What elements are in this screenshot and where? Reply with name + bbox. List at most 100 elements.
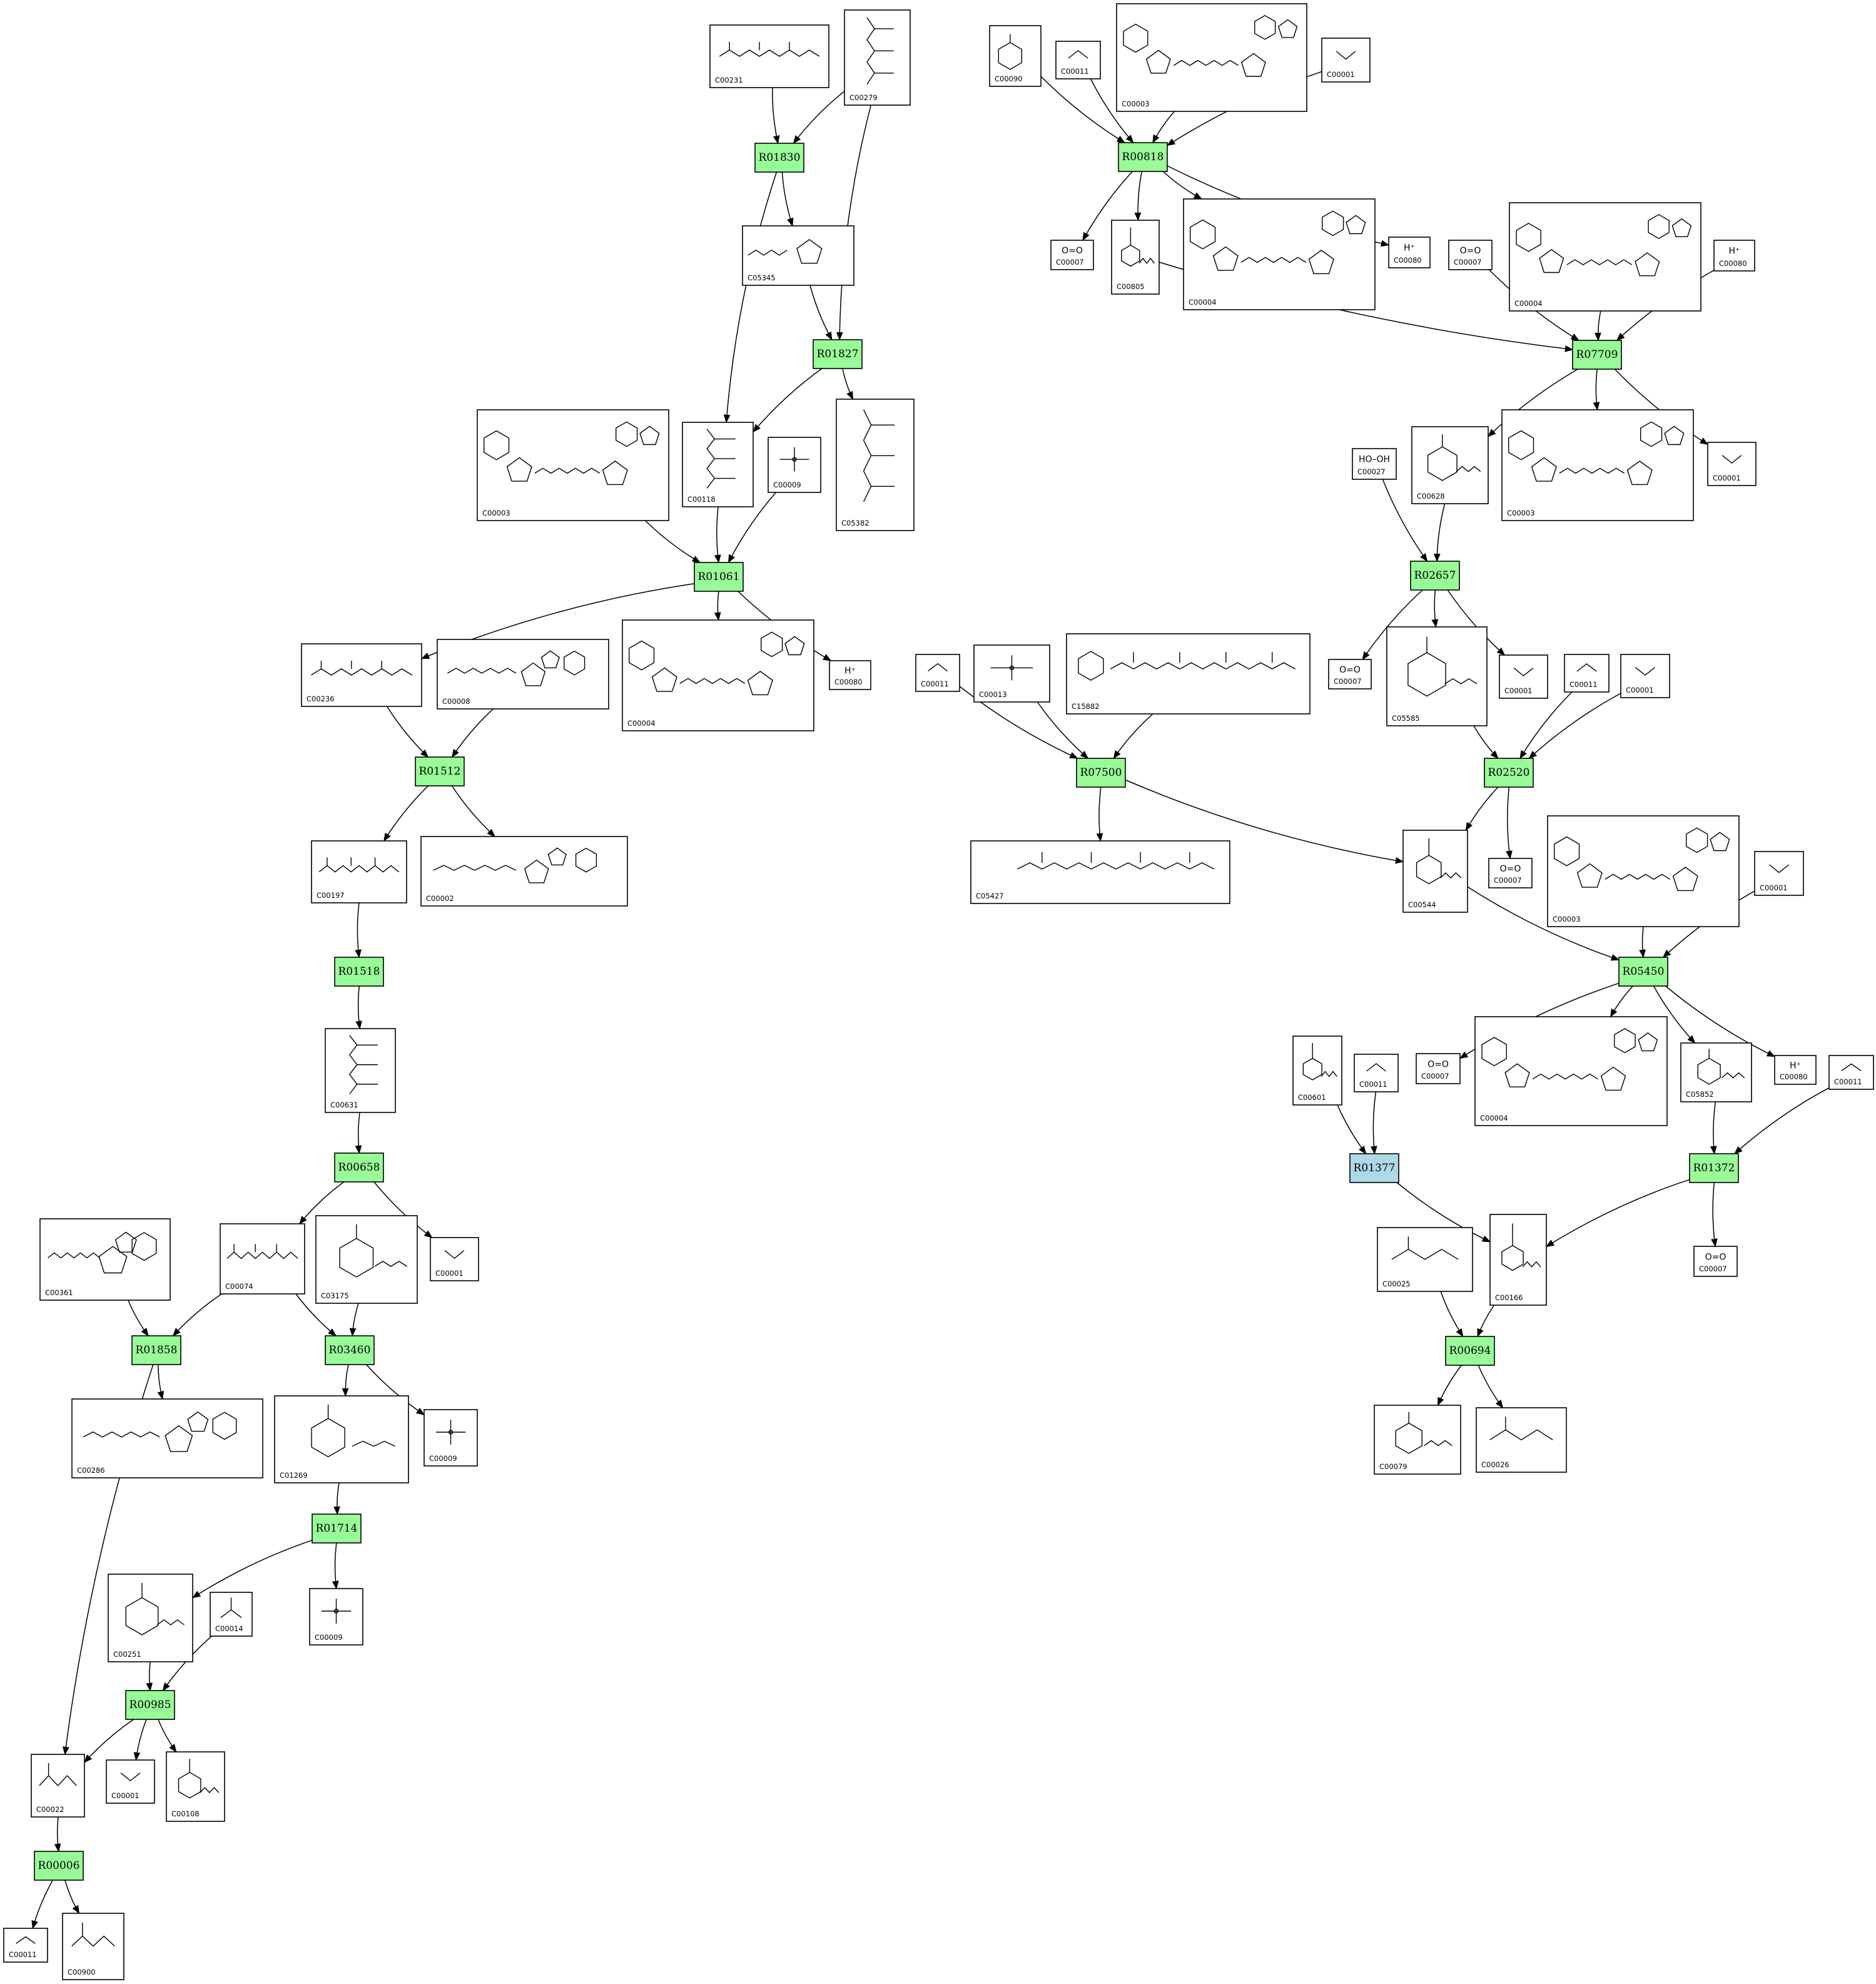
compound-id: C00601 <box>1298 1093 1326 1102</box>
compound-c00011c[interactable]: C00011 <box>1564 654 1610 693</box>
edge-R02520-to-c00544 <box>1465 786 1499 832</box>
compound-c00003d[interactable]: C00003 <box>1547 815 1740 927</box>
compound-c00231[interactable]: C00231 <box>709 24 829 88</box>
compound-c00631[interactable]: C00631 <box>325 1028 396 1113</box>
compound-c00628[interactable]: C00628 <box>1411 426 1489 504</box>
compound-c00900[interactable]: C00900 <box>62 1913 124 1980</box>
compound-c00004b[interactable]: C00004 <box>1183 198 1376 310</box>
compound-c00011a[interactable]: C00011 <box>3 1928 48 1963</box>
compound-c00001e[interactable]: C00001 <box>1499 654 1548 699</box>
compound-box <box>1321 38 1371 83</box>
reaction-r00818[interactable]: R00818 <box>1118 142 1168 172</box>
compound-c00004c[interactable]: C00004 <box>1509 202 1701 312</box>
reaction-r01518[interactable]: R01518 <box>334 957 384 987</box>
reaction-r00006[interactable]: R00006 <box>34 1851 84 1881</box>
compound-c01269[interactable]: C01269 <box>274 1395 409 1483</box>
compound-c00011b[interactable]: C00011 <box>1055 41 1101 79</box>
compound-c00286[interactable]: C00286 <box>71 1398 263 1478</box>
compound-c00166[interactable]: C00166 <box>1489 1214 1547 1306</box>
compound-c00009a[interactable]: C00009 <box>768 437 821 493</box>
reaction-r00694[interactable]: R00694 <box>1445 1336 1495 1366</box>
reaction-r05450[interactable]: R05450 <box>1618 957 1668 987</box>
compound-c00014[interactable]: C00014 <box>210 1592 253 1637</box>
compound-c00279[interactable]: C00279 <box>844 9 911 106</box>
compound-c00236[interactable]: C00236 <box>301 643 422 707</box>
compound-c00001d[interactable]: C00001 <box>1707 442 1757 486</box>
edge-R01714-to-c00251 <box>191 1539 313 1599</box>
reaction-r07709[interactable]: R07709 <box>1572 340 1622 370</box>
compound-c00118[interactable]: C00118 <box>682 422 754 507</box>
compound-c00108[interactable]: C00108 <box>166 1751 225 1822</box>
reaction-label: R01830 <box>759 151 801 164</box>
compound-c00025[interactable]: C00025 <box>1377 1227 1473 1292</box>
compound-box <box>1488 858 1533 888</box>
compound-c05345[interactable]: C05345 <box>742 225 854 286</box>
compound-c05585[interactable]: C05585 <box>1386 626 1488 726</box>
reaction-r01830[interactable]: R01830 <box>754 143 804 173</box>
reaction-r01858[interactable]: R01858 <box>131 1335 181 1365</box>
compound-c00079[interactable]: C00079 <box>1374 1405 1461 1475</box>
compound-c00013[interactable]: C00013 <box>973 644 1050 703</box>
compound-c00022[interactable]: C00022 <box>31 1754 85 1818</box>
compound-c05382[interactable]: C05382 <box>836 399 915 531</box>
compound-c00008[interactable]: C00008 <box>437 639 609 710</box>
compound-c00080c[interactable]: H⁺C00080 <box>1713 240 1755 272</box>
compound-c00011e[interactable]: C00011 <box>1828 1055 1874 1090</box>
compound-c00080b[interactable]: H⁺C00080 <box>1388 237 1431 268</box>
compound-c05852[interactable]: C05852 <box>1680 1042 1752 1102</box>
compound-c00080d[interactable]: H⁺C00080 <box>1774 1055 1817 1085</box>
compound-c00001g[interactable]: C00001 <box>1754 851 1804 896</box>
compound-c00090[interactable]: C00090 <box>989 25 1042 87</box>
compound-c00003b[interactable]: C00003 <box>1116 3 1307 112</box>
reaction-r03460[interactable]: R03460 <box>325 1335 375 1365</box>
compound-id: C00628 <box>1417 492 1445 501</box>
compound-c00004d[interactable]: C00004 <box>1474 1016 1668 1126</box>
compound-c03175[interactable]: C03175 <box>315 1215 418 1304</box>
compound-box <box>311 840 407 903</box>
compound-id: C00080 <box>834 678 863 686</box>
compound-c00074[interactable]: C00074 <box>220 1223 305 1295</box>
compound-c00001f[interactable]: C00001 <box>1620 654 1670 698</box>
compound-c00009b[interactable]: C00009 <box>423 1409 478 1467</box>
reaction-r01714[interactable]: R01714 <box>312 1513 362 1544</box>
compound-c00001b[interactable]: C00001 <box>106 1759 155 1804</box>
reaction-r01061[interactable]: R01061 <box>694 562 744 592</box>
compound-c00601[interactable]: C00601 <box>1292 1035 1342 1106</box>
compound-c00805[interactable]: C00805 <box>1111 220 1160 295</box>
compound-c00361[interactable]: C00361 <box>39 1218 171 1301</box>
compound-c00197[interactable]: C00197 <box>311 840 407 903</box>
compound-c00026[interactable]: C00026 <box>1476 1407 1567 1473</box>
reaction-r02657[interactable]: R02657 <box>1410 561 1460 591</box>
compound-c00011d[interactable]: C00011 <box>915 654 960 692</box>
compound-c00001c[interactable]: C00001 <box>1321 38 1371 83</box>
reaction-r01377[interactable]: R01377 <box>1349 1153 1399 1183</box>
compound-c00011f[interactable]: C00011 <box>1354 1054 1399 1092</box>
reaction-r01827[interactable]: R01827 <box>813 339 863 369</box>
edge-R02657-to-c00007c <box>1362 589 1423 661</box>
reaction-r02520[interactable]: R02520 <box>1484 758 1534 788</box>
compound-c00003c[interactable]: C00003 <box>1501 409 1694 521</box>
reaction-r01372[interactable]: R01372 <box>1689 1153 1739 1183</box>
compound-id: C00001 <box>1626 686 1654 694</box>
compound-c00001a[interactable]: C00001 <box>430 1237 479 1281</box>
reaction-r01512[interactable]: R01512 <box>415 756 465 786</box>
compound-c15882[interactable]: C15882 <box>1066 633 1311 715</box>
compound-c00004a[interactable]: C00004 <box>622 619 814 731</box>
compound-c00544[interactable]: C00544 <box>1402 830 1468 913</box>
reaction-r00658[interactable]: R00658 <box>334 1152 384 1183</box>
reaction-r00985[interactable]: R00985 <box>125 1690 175 1720</box>
compound-c00002[interactable]: C00002 <box>420 836 628 907</box>
reaction-r07500[interactable]: R07500 <box>1076 758 1126 788</box>
compound-c00251[interactable]: C00251 <box>108 1574 193 1662</box>
compound-c00009c[interactable]: C00009 <box>309 1588 363 1646</box>
compound-c00080a[interactable]: H⁺C00080 <box>829 660 871 690</box>
compound-c05427[interactable]: C05427 <box>970 840 1230 904</box>
compound-c00003a[interactable]: C00003 <box>477 409 669 521</box>
